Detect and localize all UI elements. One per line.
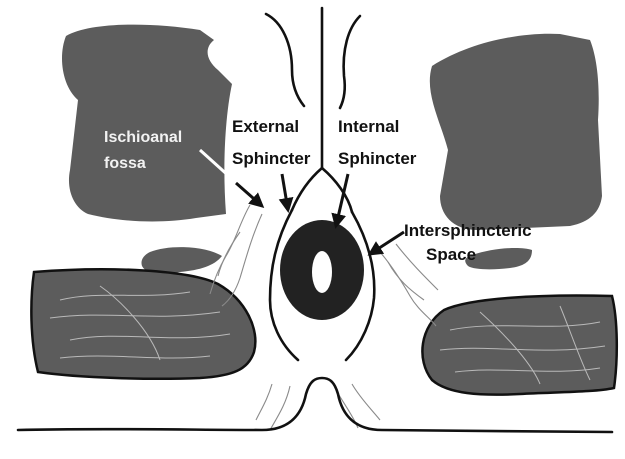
label-ischioanal-line1: Ischioanal — [104, 129, 182, 146]
intersphincteric-space-arrow — [370, 232, 404, 254]
external-sphincter-arrow — [282, 174, 288, 210]
label-intersphincteric-line1: Intersphincteric — [404, 221, 532, 240]
right-upper-wall-line — [340, 16, 360, 108]
label-ischioanal-line2: fossa — [104, 155, 146, 172]
internal-sphincter-wall-left — [292, 168, 322, 210]
label-external-line2: Sphincter — [232, 149, 311, 168]
left-upper-wall-line — [266, 14, 304, 106]
left-lower-muscle — [31, 269, 255, 378]
label-intersphincteric-line2: Space — [426, 245, 476, 264]
label-internal-line2: Sphincter — [338, 149, 417, 168]
right-lower-muscle — [422, 296, 616, 395]
label-internal-line1: Internal — [338, 117, 399, 136]
left-upper-tissue — [62, 25, 232, 222]
label-external-line1: External — [232, 117, 299, 136]
internal-sphincter-arrow — [336, 174, 348, 226]
anal-lumen — [312, 251, 332, 293]
right-upper-tissue — [430, 34, 602, 230]
ischioanal-fossa-arrow-tip — [236, 183, 262, 206]
